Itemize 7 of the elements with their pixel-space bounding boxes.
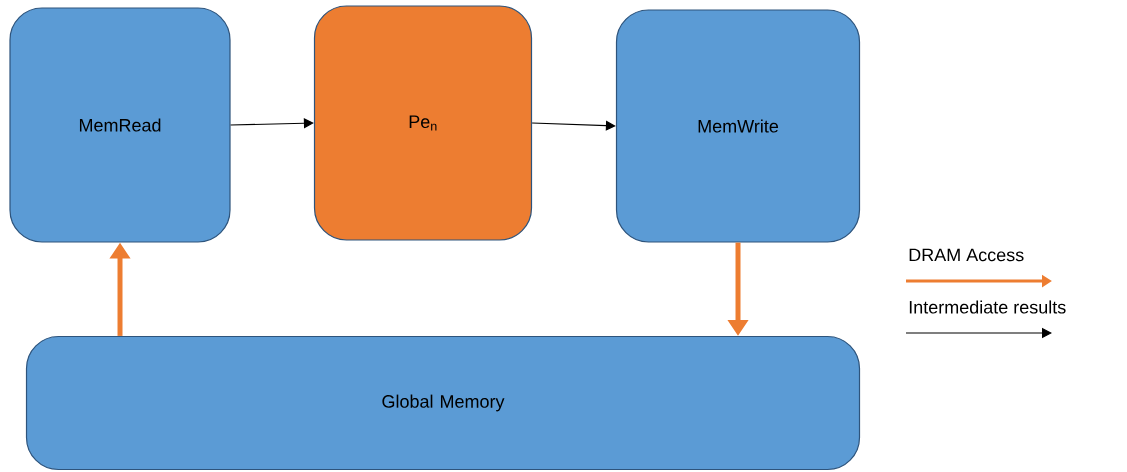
legend-label: Intermediate results bbox=[909, 300, 1066, 314]
memory-box: Global Memory bbox=[25, 335, 861, 471]
arrow bbox=[531, 120, 616, 131]
process-box: Pe$_{n}$ bbox=[313, 5, 533, 241]
module-box: MemWrite bbox=[615, 9, 861, 243]
legend-label: DRAM Access bbox=[909, 248, 1024, 262]
module-box: MemRead bbox=[9, 7, 231, 243]
